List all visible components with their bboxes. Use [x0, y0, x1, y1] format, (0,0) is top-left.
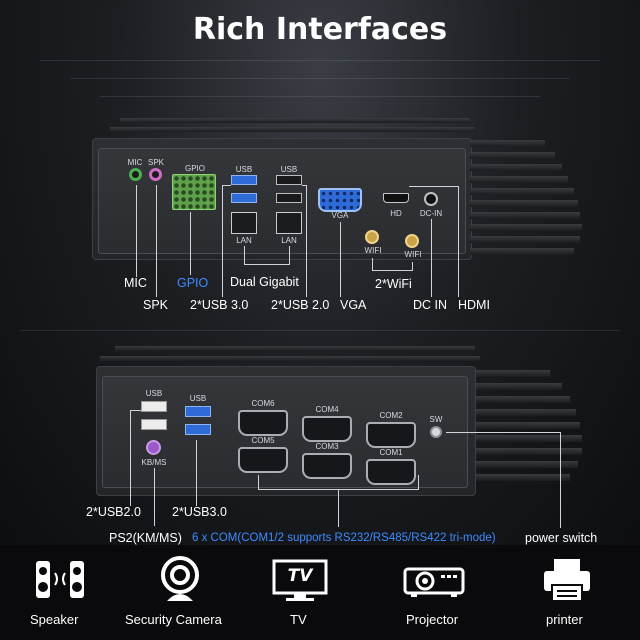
wifi-connector: [405, 234, 419, 248]
vga-callout: VGA: [340, 298, 367, 312]
tv-icon: [272, 559, 328, 601]
tv-icon-text: TV: [287, 566, 313, 586]
app-printer-label: printer: [546, 612, 583, 627]
security-camera-icon: [161, 556, 199, 601]
gpio-callout: GPIO: [177, 276, 209, 290]
usb30-callout: 2*USB 3.0: [190, 298, 249, 312]
com3-port: [302, 453, 352, 479]
projector-icon: [403, 567, 465, 597]
hdmi-port-label: HD: [390, 209, 402, 218]
wifi-port-label: WIFI: [364, 246, 382, 255]
lan-port-label: LAN: [281, 236, 297, 245]
usb2-port-label: USB: [145, 389, 163, 398]
kbms-port-label: KB/MS: [141, 458, 167, 467]
app-printer: [542, 557, 592, 603]
hdmi-port: [383, 193, 409, 203]
ps2-port: [146, 440, 161, 455]
com4-port: [302, 416, 352, 442]
usb2-port: [276, 193, 302, 203]
vga-port: [318, 188, 362, 212]
dc-in-callout: DC IN: [413, 298, 448, 312]
spk-jack: [149, 168, 162, 181]
ps2-callout: PS2(KM/MS): [109, 531, 182, 545]
power-switch-button[interactable]: [430, 426, 442, 438]
usb2-port-label: USB: [280, 165, 298, 174]
lan-port-label: LAN: [236, 236, 252, 245]
com5-label: COM5: [251, 436, 275, 445]
com4-label: COM4: [315, 405, 339, 414]
gpio-header: [172, 174, 216, 210]
dc-in-port-label: DC-IN: [419, 209, 443, 218]
mic-callout: MIC: [124, 276, 147, 290]
page-title: Rich Interfaces: [192, 12, 448, 47]
usb20-callout: 2*USB 2.0: [271, 298, 330, 312]
gpio-port-label: GPIO: [184, 164, 205, 173]
app-security-camera-label: Security Camera: [125, 612, 222, 627]
spk-callout: SPK: [143, 298, 169, 312]
app-projector-label: Projector: [406, 612, 459, 627]
app-speaker-label: Speaker: [30, 612, 79, 627]
vga-port-label: VGA: [331, 211, 349, 220]
usb2-port: [276, 175, 302, 185]
com6-port: [238, 410, 288, 436]
product-photo: Rich Interfaces MIC SPK GPIO USB USB LAN…: [0, 0, 640, 545]
mic-port-label: MIC: [127, 158, 143, 167]
app-tv: TV: [272, 559, 328, 601]
app-tv-label: TV: [290, 612, 307, 627]
wifi-port-label: WIFI: [404, 250, 422, 259]
sw-label: SW: [429, 415, 443, 424]
com1-port: [366, 459, 416, 485]
power-switch-callout: power switch: [525, 531, 598, 545]
usb3-port: [185, 406, 211, 417]
com2-label: COM2: [379, 411, 403, 420]
com-note-callout: 6 x COM(COM1/2 supports RS232/RS485/RS42…: [192, 532, 496, 544]
com5-port: [238, 447, 288, 473]
spk-port-label: SPK: [147, 158, 164, 167]
usb3-port: [231, 193, 257, 203]
app-security-camera: [157, 555, 203, 603]
usb2-port: [141, 419, 167, 430]
mic-jack: [129, 168, 142, 181]
usb2-port: [141, 401, 167, 412]
com1-label: COM1: [379, 448, 403, 457]
hdmi-callout: HDMI: [458, 298, 490, 312]
dc-in-jack: [424, 192, 438, 206]
printer-icon: [544, 559, 590, 602]
usb30-callout: 2*USB3.0: [172, 505, 227, 519]
lan-port: [276, 212, 302, 234]
com6-label: COM6: [251, 399, 275, 408]
dual-gigabit-callout: Dual Gigabit: [230, 275, 299, 289]
usb3-port-label: USB: [235, 165, 253, 174]
com3-label: COM3: [315, 442, 339, 451]
speaker-icon: [36, 561, 84, 598]
lan-port: [231, 212, 257, 234]
usb3-port-label: USB: [189, 394, 207, 403]
wifi-connector: [365, 230, 379, 244]
usb20-callout: 2*USB2.0: [86, 505, 141, 519]
com2-port: [366, 422, 416, 448]
app-projector: [403, 563, 465, 599]
applications-row: Speaker Security Camera TV TV Pr: [0, 545, 640, 640]
wifi-callout: 2*WiFi: [375, 277, 412, 291]
app-speaker: [30, 557, 90, 602]
usb3-port: [231, 175, 257, 185]
usb3-port: [185, 424, 211, 435]
